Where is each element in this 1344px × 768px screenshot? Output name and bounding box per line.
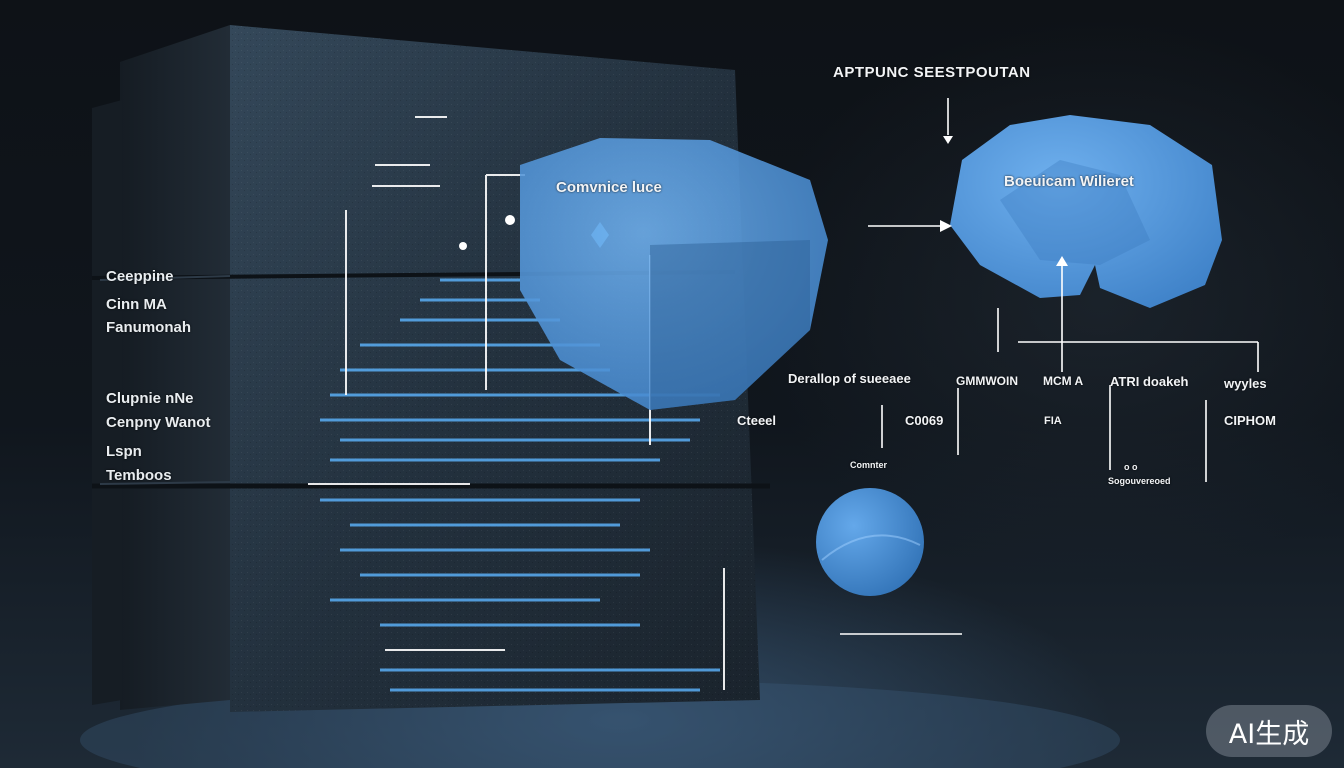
left-label-6: Lspn bbox=[106, 443, 142, 460]
dot-marker bbox=[505, 215, 515, 225]
circle-node-label: Comnter bbox=[850, 460, 888, 470]
row-label-8: FIA bbox=[1044, 415, 1062, 427]
circle-node bbox=[816, 488, 924, 596]
row-label-5: wyyles bbox=[1224, 376, 1267, 391]
arrow-heads bbox=[940, 136, 1068, 266]
left-label-7: Temboos bbox=[106, 467, 172, 484]
left-label-5: Cenpny Wanot bbox=[106, 414, 211, 431]
ai-generated-badge: AI生成 bbox=[1206, 705, 1332, 757]
connector-lines bbox=[840, 98, 1259, 635]
row-label-3: MCM A bbox=[1043, 374, 1084, 388]
circuit-lines bbox=[320, 278, 720, 692]
row-label-1: Derallop of sueeaee bbox=[788, 371, 911, 386]
row-label-9: CIPHOM bbox=[1224, 413, 1276, 428]
left-label-3: Fanumonah bbox=[106, 319, 191, 336]
small-label-1: o o bbox=[1124, 462, 1138, 472]
center-node bbox=[520, 138, 828, 410]
left-label-4: Clupnie nNe bbox=[106, 390, 194, 407]
small-label-2: Sogouvereoed bbox=[1108, 476, 1171, 486]
row-label-7: C0069 bbox=[905, 413, 944, 428]
diagram-title: APTPUNC SEESTPOUTAN bbox=[833, 64, 1031, 81]
center-node-label: Comvnice luce bbox=[556, 179, 662, 196]
ai-generated-text: AI生成 bbox=[1228, 718, 1310, 750]
left-label-2: Cinn MA bbox=[106, 296, 167, 313]
row-label-2: GMMWOIN bbox=[956, 374, 1018, 388]
dot-marker bbox=[459, 242, 467, 250]
row-label-4: ATRI doakeh bbox=[1110, 374, 1189, 389]
row-label-6: Cteeel bbox=[737, 413, 777, 428]
left-label-1: Ceeppine bbox=[106, 268, 174, 285]
right-node bbox=[950, 115, 1222, 308]
right-node-label: Boeuicam Wilieret bbox=[1004, 173, 1134, 190]
